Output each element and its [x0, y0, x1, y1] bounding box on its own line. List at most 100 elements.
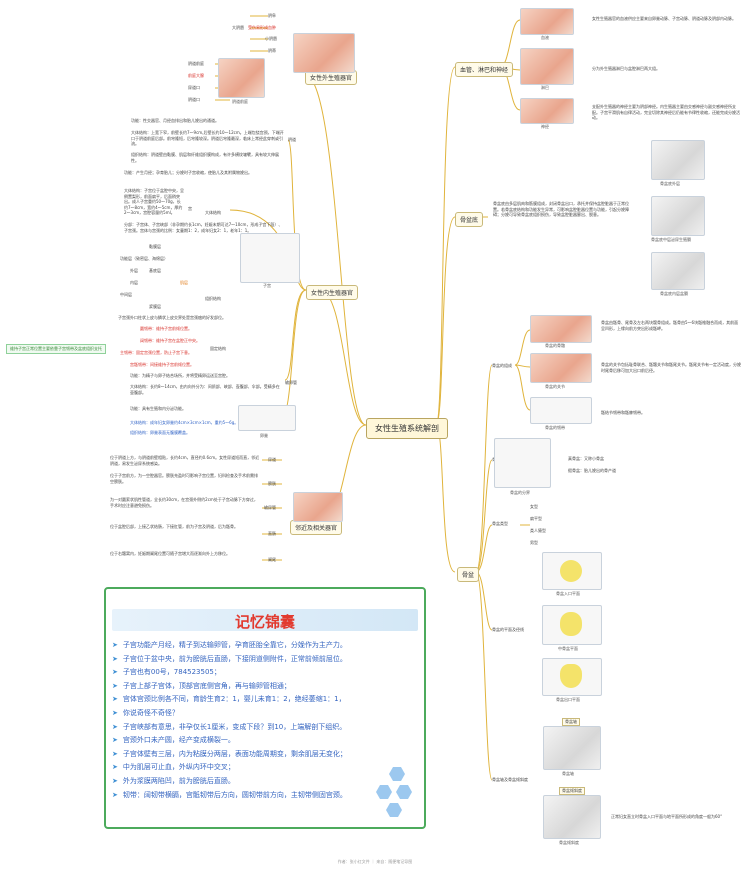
- pelvis-components-label: 骨盆的组成: [492, 363, 512, 368]
- uterus-fixation-label: 固定结构: [210, 346, 226, 351]
- muscle-inner: 内层: [130, 280, 138, 285]
- division-false-pelvis: 假骨盆：胎儿娩出的骨产道: [568, 468, 616, 473]
- label-hematoma-note: 受伤易形成血肿: [248, 25, 276, 30]
- uterus-bracket-label: 大体结构: [205, 210, 221, 215]
- blood-supply-illustration: [520, 8, 574, 35]
- ovary-tissue: 组织结构：卵巢表面无腹膜覆盖。: [130, 430, 190, 435]
- label-clitoris: 阴蒂: [268, 48, 276, 53]
- branch-pelvic-floor[interactable]: 骨盆底: [455, 212, 484, 227]
- nerve-text: 支配外生殖器的神经主要为阴部神经。内生殖器主要由交感神经与副交感神经所支配。子宫…: [592, 104, 740, 120]
- tube-label: 输卵管: [285, 380, 297, 385]
- memory-line: 外为浆膜两陷凹，前为膀胱后直肠。: [112, 775, 347, 789]
- central-topic[interactable]: 女性生殖系统解剖: [366, 418, 448, 439]
- pelvis-axis-label: 骨盆轴及骨盆倾斜度: [492, 777, 528, 782]
- ovary-illustration: [238, 405, 296, 431]
- pelvis-division-caption: 骨盆的分界: [510, 490, 530, 495]
- inclination-tag: 骨盆倾斜度: [559, 787, 585, 795]
- cervix-junction-note: 子宫颈外口柱状上皮与鳞状上皮交界处是宫颈癌的好发部位。: [118, 315, 226, 320]
- memory-line: 韧带：阔韧带横膈，宫骶韧带后方向，圆韧带前方向，主韧带侧固宫颈。: [112, 789, 347, 803]
- pelvis-planes-label: 骨盆的平面及径线: [492, 627, 524, 632]
- outlet-plane-shape: [560, 664, 582, 688]
- pelvis-type-platypelloid: 扁平型: [530, 516, 542, 521]
- label-urethral-opening: 尿道口: [188, 85, 200, 90]
- adjacent-item-urethra: 尿道: [268, 457, 276, 462]
- outlet-plane-caption: 骨盆出口平面: [556, 697, 580, 702]
- pelvis-ligaments-illustration: [530, 397, 592, 424]
- adjacent-text-ureter: 为一对圆索状肌性管道，全长约30cm，在宫颈外侧约2cm处于子宫动脉下方穿过，手…: [110, 497, 258, 508]
- layer-serosa: 浆膜层: [149, 304, 161, 309]
- label-bartholin: 前庭大腺: [188, 73, 204, 78]
- vagina-label: 阴道: [288, 137, 296, 142]
- pelvis-type-android: 男型: [530, 540, 538, 545]
- mid-plane-caption: 中骨盆平面: [558, 646, 578, 651]
- side-note-ligaments: 维持子宫正常位置主要依靠子宫韧带及盆底组织支托: [6, 344, 106, 354]
- tube-function: 功能：为精子与卵子结合场所，并将受精卵运送至宫腔。: [130, 373, 230, 378]
- uterus-parts: 分部：子宫体、子宫峡部（非孕期约长1cm，妊娠末期可达7～10cm，形成子宫下段…: [124, 222, 283, 233]
- axis-tag: 骨盆轴: [562, 718, 580, 726]
- hexagon-decoration: [389, 767, 405, 781]
- pelvis-type-gynecoid: 女型: [530, 504, 538, 509]
- pelvis-types-label: 骨盆类型: [492, 521, 508, 526]
- layer-basal: 基底层: [149, 268, 161, 273]
- adjacent-item-ureter: 输尿管: [264, 505, 276, 510]
- lymph-caption: 淋巴: [541, 85, 549, 90]
- inlet-plane-shape: [560, 560, 582, 582]
- adjacent-text-bladder: 位于子宫前方，为一空腔器官。膀胱充盈时可影响子宫位置，妇科检查及手术前需排空膀胱…: [110, 473, 258, 484]
- pelvis-inclination-caption: 骨盆倾斜度: [559, 840, 579, 845]
- label-vestibule: 阴道前庭: [188, 61, 204, 66]
- pelvis-joints-caption: 骨盆的关节: [545, 384, 565, 389]
- ovary-function: 功能：具有生殖和内分泌功能。: [130, 406, 186, 411]
- external-genitalia-illustration: [293, 33, 355, 73]
- floor-outer-caption: 骨盆底外层: [660, 181, 680, 186]
- ovary-structure: 大体结构：成年妇女卵巢约4cm×3cm×1cm，重约5～6g。: [130, 420, 239, 425]
- footer-credit: 作者：张小红文件 ｜ 来自：随便笔记导图: [337, 859, 413, 864]
- branch-vessels[interactable]: 血管、淋巴和神经: [455, 62, 514, 77]
- blood-text: 女性生殖器官的血液供应主要来自卵巢动脉、子宫动脉、阴道动脉及阴部内动脉。: [592, 16, 736, 21]
- label-vaginal-opening: 阴道口: [188, 97, 200, 102]
- memory-line: 子宫也有00号，784523505；: [112, 666, 347, 680]
- pelvis-axis-illustration: [543, 726, 601, 770]
- pelvic-floor-text: 骨盆底由多层肌肉和筋膜组成，封闭骨盆出口，承托并保持盆腔脏器于正常位置。若骨盆底…: [493, 201, 629, 217]
- vagina-structure: 大体结构：上宽下窄，前壁长约7～9cm,后壁长约10～12cm。上端包绕宫颈，下…: [131, 130, 284, 146]
- memory-list: 子宫功能产月经，精子到达输卵管，孕育胚胎全靠它，分娩作为主产力。 子宫位于盆中央…: [112, 639, 347, 802]
- floor-inner-illustration: [651, 252, 705, 290]
- branch-adjacent[interactable]: 邻近及相关器官: [290, 520, 343, 535]
- adjacent-item-appendix: 阑尾: [268, 557, 276, 562]
- pelvis-division-illustration: [494, 438, 551, 488]
- uterus-tissue-label: 组织结构: [205, 296, 221, 301]
- hexagon-decoration: [376, 785, 392, 799]
- vestibule-illustration: [218, 58, 265, 98]
- uterus-general: 大体结构：子宫位于盆腔中央，呈倒置梨形，前面扁平，后面稍突出。成人子宫重约50～…: [124, 188, 184, 215]
- muscle-label: 肌层: [180, 280, 188, 285]
- adjacent-item-bladder: 膀胱: [268, 481, 276, 486]
- pelvis-ligaments-text: 骶结节韧带和骶棘韧带。: [601, 410, 645, 415]
- branch-pelvis[interactable]: 骨盆: [457, 567, 480, 582]
- uterus-function: 功能：产生月经；孕育胎儿；分娩时子宫收缩，使胎儿及其附属物娩出。: [124, 170, 252, 175]
- lymph-text: 分为外生殖器淋巴与盆腔淋巴两大组。: [592, 66, 660, 71]
- label-mons: 阴阜: [268, 13, 276, 18]
- layer-functional: 功能层（致密层、海绵层）: [120, 256, 168, 261]
- memory-title: 记忆锦囊: [234, 613, 295, 631]
- memory-line: 你说奇怪不奇怪？: [112, 707, 347, 721]
- memory-line: 子宫峡部有意思，非孕仅长1厘米，变成下段？到10，上端解剖下组织。: [112, 721, 347, 735]
- label-labia-minora: 小阴唇: [265, 36, 277, 41]
- memory-line: 子宫位于盆中央，前为膀胱后直肠，下接阴道侧附件，正常前倾前屈位。: [112, 653, 347, 667]
- branch-internal[interactable]: 女性内生殖器官: [306, 285, 359, 300]
- hexagon-decoration: [396, 785, 412, 799]
- hexagon-decoration: [386, 803, 402, 817]
- pelvis-joints-illustration: [530, 353, 592, 383]
- pelvis-bones-illustration: [530, 315, 592, 343]
- muscle-outer: 外层: [130, 268, 138, 273]
- nerve-caption: 神经: [541, 124, 549, 129]
- uterus-caption: 子宫: [263, 283, 271, 288]
- floor-middle-caption: 骨盆底中层泌尿生殖膈: [651, 237, 691, 242]
- memory-line: 子宫上部子宫体，顶部宫底侧宫角，再与输卵管相通；: [112, 680, 347, 694]
- memory-box: 记忆锦囊 子宫功能产月经，精子到达输卵管，孕育胚胎全靠它，分娩作为主产力。 子宫…: [104, 587, 426, 829]
- nerve-illustration: [520, 98, 574, 124]
- tube-structure: 大体结构：长约8～14cm，由内向外分为：间质部、峡部、壶腹部、伞部。受精多在壶…: [130, 384, 280, 395]
- ovary-caption: 卵巢: [260, 433, 268, 438]
- memory-line: 宫颈外口未产圆，经产变成横裂一。: [112, 734, 347, 748]
- vestibule-caption: 阴道前庭: [232, 99, 248, 104]
- pelvis-axis-caption: 骨盆轴: [562, 771, 574, 776]
- memory-title-bar: 记忆锦囊: [112, 609, 418, 631]
